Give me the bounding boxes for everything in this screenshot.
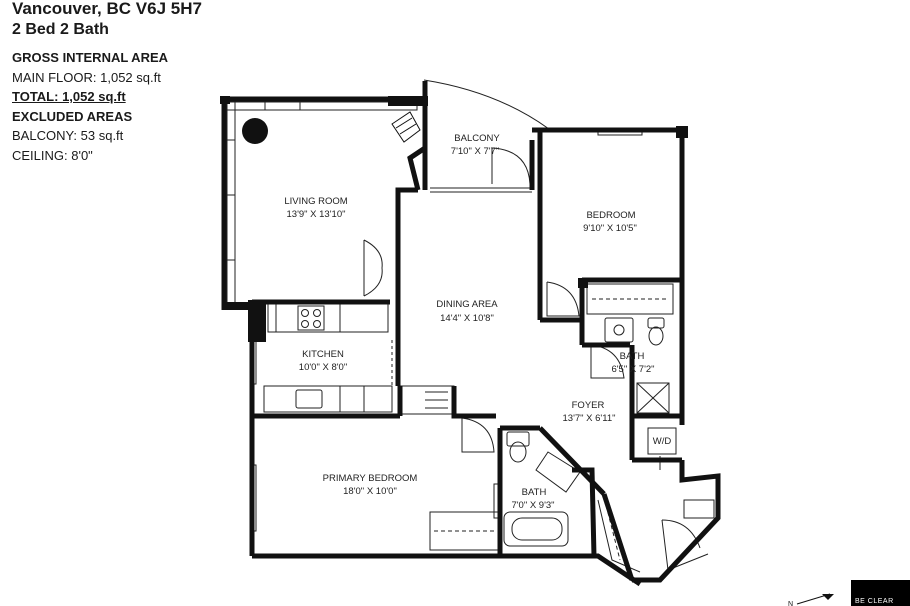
bath1-dims: 6'5" X 7'2" xyxy=(611,364,654,375)
entry-door xyxy=(661,519,701,549)
wall-blocks xyxy=(220,96,688,342)
bath1-shower xyxy=(636,382,670,414)
foyer-label: FOYER xyxy=(572,400,605,411)
bath2-toilet xyxy=(506,431,530,447)
excluded-areas-label: EXCLUDED AREAS xyxy=(12,108,133,124)
kitchen-lower-counter xyxy=(263,385,393,413)
dining-area-label: DINING AREA xyxy=(436,299,498,310)
plan-walls xyxy=(221,81,721,587)
living-room-label: LIVING ROOM xyxy=(284,196,347,207)
fireplace-icon xyxy=(242,118,268,144)
balcony-door xyxy=(491,147,531,185)
bath1-label: BATH xyxy=(620,351,645,362)
compass-north-label: N xyxy=(788,601,793,606)
kitchen-dims: 10'0" X 8'0" xyxy=(299,362,347,373)
bath2-label: BATH xyxy=(522,487,547,498)
ceiling-height: CEILING: 8'0" xyxy=(12,147,93,163)
bath2-tub xyxy=(503,511,569,547)
bedroom-closet xyxy=(586,283,674,315)
bedroom-label: BEDROOM xyxy=(586,210,635,221)
kitchen-upper-counter xyxy=(267,303,389,333)
total-area: TOTAL: 1,052 sq.ft xyxy=(12,89,126,104)
dining-area-dims: 14'4" X 10'8" xyxy=(440,313,494,324)
living-room-dims: 13'9" X 13'10" xyxy=(287,209,346,220)
balcony-arc xyxy=(423,79,554,133)
washer-dryer xyxy=(647,427,677,455)
washer-dryer-label: W/D xyxy=(653,436,672,447)
living-double-door xyxy=(363,239,383,297)
compass-icon: N xyxy=(788,593,834,606)
bedroom-door xyxy=(546,281,580,317)
main-floor-area: MAIN FLOOR: 1,052 sq.ft xyxy=(12,69,161,85)
address-title: Vancouver, BC V6J 5H7 xyxy=(12,0,202,18)
kitchen-sink xyxy=(295,389,323,409)
brand-logo: BE CLEAR xyxy=(851,580,910,606)
balcony-dims: 7'10" X 7'7" xyxy=(451,146,499,157)
kitchen-label: KITCHEN xyxy=(302,349,344,360)
entry-door-frame xyxy=(661,519,709,571)
beds-baths: 2 Bed 2 Bath xyxy=(12,21,109,38)
primary-bedroom-door xyxy=(461,417,495,453)
gross-area-label: GROSS INTERNAL AREA xyxy=(12,50,169,65)
brand-logo-text: BE CLEAR xyxy=(855,598,894,605)
primary-bedroom-dims: 18'0" X 10'0" xyxy=(343,486,397,497)
primary-bedroom-label: PRIMARY BEDROOM xyxy=(323,473,418,484)
balcony-area: BALCONY: 53 sq.ft xyxy=(12,128,124,143)
bedroom-dims: 9'10" X 10'5" xyxy=(583,223,637,234)
bath2-vanity xyxy=(535,451,581,493)
bath1-sink xyxy=(604,317,634,343)
balcony-label: BALCONY xyxy=(454,133,500,144)
bath2-dims: 7'0" X 9'3" xyxy=(511,500,554,511)
bath1-toilet xyxy=(647,317,665,329)
living-window-left xyxy=(226,109,236,307)
area-summary: GROSS INTERNAL AREA MAIN FLOOR: 1,052 sq… xyxy=(12,48,202,165)
listing-header: Vancouver, BC V6J 5H7 2 Bed 2 Bath GROSS… xyxy=(12,0,202,165)
foyer-dims: 13'7" X 6'11" xyxy=(563,413,616,424)
